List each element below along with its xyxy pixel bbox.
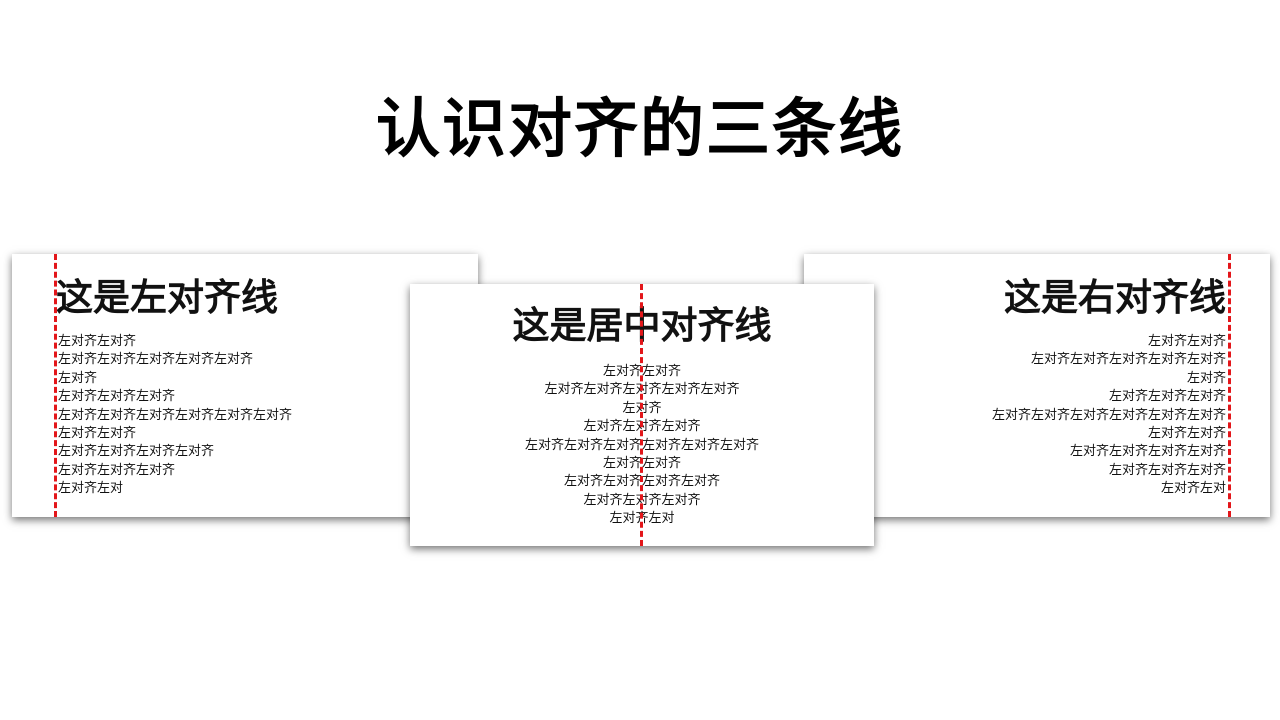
text-line: 左对齐左对齐左对齐 [1108,462,1226,478]
text-line: 左对齐左对齐左对齐 [1108,389,1226,405]
right-align-heading: 这是右对齐线 [1004,276,1226,319]
text-line: 左对齐左对齐 [58,426,137,442]
text-line: 左对齐 [1186,370,1226,386]
text-line: 左对齐左对齐左对齐 [58,462,176,478]
text-line: 左对齐左对齐左对齐左对齐 [58,444,215,460]
text-line: 左对齐 [58,370,98,386]
text-line: 左对齐左对齐 [1147,334,1226,349]
right-alignment-guide-line [1228,254,1231,517]
right-align-card: 这是右对齐线 左对齐左对齐 左对齐左对齐左对齐左对齐左对齐 左对齐 左对齐左对齐… [804,254,1270,517]
left-align-heading: 这是左对齐线 [56,276,278,319]
text-line: 左对齐左对齐左对齐左对齐 [1069,444,1226,460]
right-align-text-block: 左对齐左对齐 左对齐左对齐左对齐左对齐左对齐 左对齐 左对齐左对齐左对齐 左对齐… [992,333,1226,499]
left-align-card: 这是左对齐线 左对齐左对齐 左对齐左对齐左对齐左对齐左对齐 左对齐 左对齐左对齐… [12,254,478,517]
text-line: 左对齐左对齐左对齐左对齐左对齐左对齐 [58,407,293,423]
center-alignment-guide-line [640,284,643,546]
center-align-card: 这是居中对齐线 左对齐左对齐 左对齐左对齐左对齐左对齐左对齐 左对齐 左对齐左对… [410,284,874,546]
text-line: 左对齐左对齐左对齐 [58,389,176,405]
text-line: 左对齐左对齐 [58,334,137,349]
text-line: 左对齐左对齐左对齐左对齐左对齐 [1030,352,1226,368]
text-line: 左对齐左对齐左对齐左对齐左对齐 [58,352,254,368]
slide-title: 认识对齐的三条线 [376,93,904,167]
text-line: 左对齐左对齐左对齐左对齐左对齐左对齐 [991,407,1226,423]
text-line: 左对齐左对齐 [1147,426,1226,442]
text-line: 左对齐左对 [58,481,124,497]
left-alignment-guide-line [54,254,57,517]
left-align-text-block: 左对齐左对齐 左对齐左对齐左对齐左对齐左对齐 左对齐 左对齐左对齐左对齐 左对齐… [58,333,292,499]
text-line: 左对齐左对 [1160,481,1226,497]
